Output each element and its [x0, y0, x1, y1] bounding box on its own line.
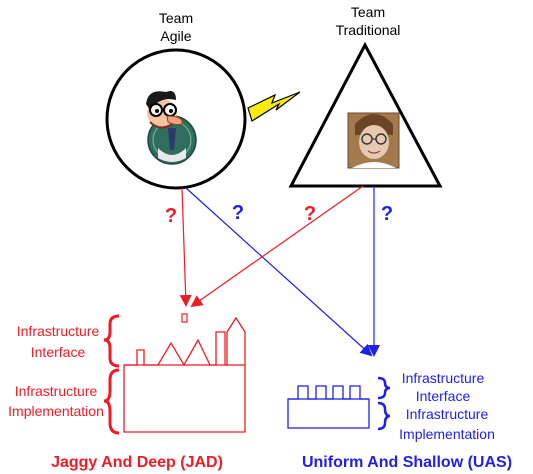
arrow-traditional-to-jad	[190, 185, 364, 308]
jad-interface-brace	[103, 314, 120, 368]
team-traditional-label-line1: Team	[351, 4, 385, 20]
jad-impl-label-line1: Infrastructure	[15, 383, 98, 399]
jad-impl-brace	[103, 368, 120, 435]
uas-interface-brace	[377, 376, 391, 400]
team-agile-label-line1: Team	[159, 10, 193, 26]
uas-title: Uniform And Shallow (UAS)	[302, 454, 512, 471]
uas-impl-brace	[377, 401, 391, 431]
lightning-bolt-icon	[247, 91, 301, 122]
uas-interface-label-line1: Infrastructure	[402, 370, 485, 386]
question-mark-agile-blue: ?	[232, 202, 244, 224]
question-mark-agile-red: ?	[165, 205, 177, 227]
cartoon-scientist-icon	[146, 91, 197, 165]
boy-photo-icon	[347, 112, 400, 169]
team-agile-label-line2: Agile	[160, 28, 191, 44]
uas-impl-label-line2: Implementation	[399, 426, 495, 442]
uas-interface-label-line2: Interface	[416, 388, 471, 404]
jad-interface-label-line2: Interface	[31, 344, 86, 360]
jad-title: Jaggy And Deep (JAD)	[51, 454, 223, 471]
jad-building-outline	[123, 316, 246, 433]
arrow-agile-to-uas	[185, 187, 373, 357]
arrow-agile-to-jad	[179, 187, 192, 307]
jad-impl-label-line2: Implementation	[8, 403, 104, 419]
jad-interface-label-line1: Infrastructure	[17, 323, 100, 339]
question-mark-trad-blue: ?	[381, 203, 393, 225]
jad-chimney	[181, 313, 188, 323]
team-traditional-label-line2: Traditional	[336, 22, 401, 38]
uas-impl-label-line1: Infrastructure	[406, 406, 489, 422]
question-mark-trad-red: ?	[304, 203, 316, 225]
uas-building-outline	[287, 385, 370, 429]
